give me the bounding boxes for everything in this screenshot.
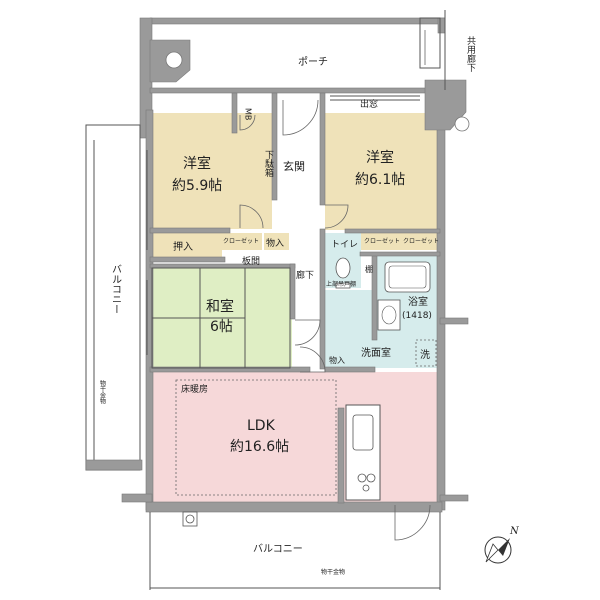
- bathtub-inner: [388, 265, 427, 289]
- kitchen-stove: [357, 473, 376, 492]
- label-closet-a: クローゼット: [223, 237, 259, 245]
- wall-room2-bottom: [344, 228, 441, 234]
- balcony-left-cap: [85, 459, 143, 471]
- oshiire-area: [152, 233, 222, 257]
- bathtub: [384, 261, 431, 293]
- label-japanese-room-size: 6帖: [210, 319, 233, 335]
- label-balcony-left: バルコニー: [110, 264, 122, 314]
- column-left-hole: [165, 51, 183, 69]
- wall-porch-right: [437, 17, 446, 34]
- closets-right-area: [361, 233, 438, 250]
- label-western-room-1-size: 約5.9帖: [172, 178, 222, 194]
- wall-room1-right: [271, 92, 278, 201]
- label-storage: 物入: [266, 237, 284, 249]
- wall-bottom: [145, 501, 443, 513]
- washbasin-bowl: [381, 305, 397, 325]
- label-closet-c: クローゼット: [403, 237, 439, 245]
- label-bath: 浴室: [408, 295, 428, 308]
- storage-area: [264, 233, 289, 250]
- mb-door[interactable]: [239, 114, 256, 131]
- wall-stub-left: [121, 493, 153, 503]
- label-compass: N: [509, 526, 520, 537]
- label-drying-left: 物干金物: [99, 379, 106, 405]
- toilet-tank: [335, 282, 351, 289]
- ldk-door[interactable]: [299, 346, 326, 373]
- label-hallway: 廊下: [296, 269, 314, 281]
- wall-wash-bottom: [324, 366, 376, 373]
- wall-stub-right-2: [439, 494, 469, 502]
- label-western-room-2: 洋室: [366, 149, 394, 166]
- label-entrance: 玄関: [283, 159, 305, 173]
- japanese-door[interactable]: [294, 319, 321, 346]
- wall-room1-bottom: [149, 227, 231, 234]
- label-washer: 洗: [420, 349, 430, 361]
- western-room-left: [152, 113, 272, 229]
- label-mb: MB: [244, 108, 253, 120]
- label-balcony-bottom: バルコニー: [253, 543, 303, 555]
- closet-left-area: [222, 233, 262, 250]
- floor-heating-area: [175, 379, 337, 496]
- washer-box: [415, 339, 437, 367]
- ldk-area: [152, 372, 438, 502]
- utility-drain: [185, 514, 195, 524]
- label-western-room-1: 洋室: [183, 155, 211, 172]
- compass-icon: [484, 536, 512, 564]
- balcony-door[interactable]: [394, 504, 431, 541]
- label-closet-b: クローゼット: [364, 237, 400, 245]
- wall-japanese-bottom: [149, 366, 311, 373]
- wall-japanese-right: [289, 263, 296, 320]
- label-ldk-size: 約16.6帖: [230, 439, 289, 455]
- label-itama: 板間: [242, 255, 260, 267]
- room2-door[interactable]: [324, 204, 349, 229]
- tatami-grid: [151, 267, 291, 369]
- label-western-room-2-size: 約6.1帖: [355, 172, 405, 188]
- label-washroom: 洗面室: [361, 346, 391, 359]
- label-oshiire: 押入: [173, 240, 193, 253]
- label-storage-2: 物入: [329, 355, 345, 365]
- label-bath-size: (1418): [402, 311, 432, 321]
- label-shoe-box: 下駄箱: [263, 150, 274, 178]
- toilet-bowl: [335, 257, 351, 279]
- label-shelf: 棚: [365, 264, 373, 274]
- label-floor-heating: 床暖房: [181, 383, 208, 395]
- wall-top: [149, 17, 446, 25]
- column-right-hole: [454, 116, 470, 132]
- wall-entrance-right: [319, 92, 326, 206]
- label-upper-cabinet: 上部吊戸棚: [326, 280, 356, 288]
- utility-box: [182, 511, 198, 527]
- entrance-door[interactable]: [282, 99, 319, 136]
- label-window: 出窓: [360, 98, 378, 110]
- label-common-corridor: 共用廊下: [465, 36, 476, 73]
- wall-ldk-partition: [337, 407, 345, 504]
- western-room-right: [325, 113, 438, 230]
- porch-gate: [419, 17, 441, 69]
- wall-inner-top: [149, 87, 441, 94]
- wall-right: [436, 89, 446, 511]
- wall-bath-top: [359, 251, 441, 257]
- room1-door[interactable]: [239, 204, 264, 229]
- wall-stub-right-1: [439, 317, 469, 325]
- kitchen-sink: [352, 414, 374, 451]
- washbasin: [377, 299, 401, 331]
- label-japanese-room: 和室: [206, 298, 234, 315]
- wall-oshiire-bottom: [149, 256, 226, 263]
- label-porch: ポーチ: [298, 56, 328, 68]
- wall-hall-right: [319, 228, 326, 370]
- wall-japanese-top: [149, 263, 296, 269]
- label-drying-bottom: 物干金物: [321, 568, 345, 576]
- wall-mb: [231, 92, 238, 134]
- label-ldk: LDK: [247, 418, 276, 434]
- label-toilet: トイレ: [331, 240, 358, 250]
